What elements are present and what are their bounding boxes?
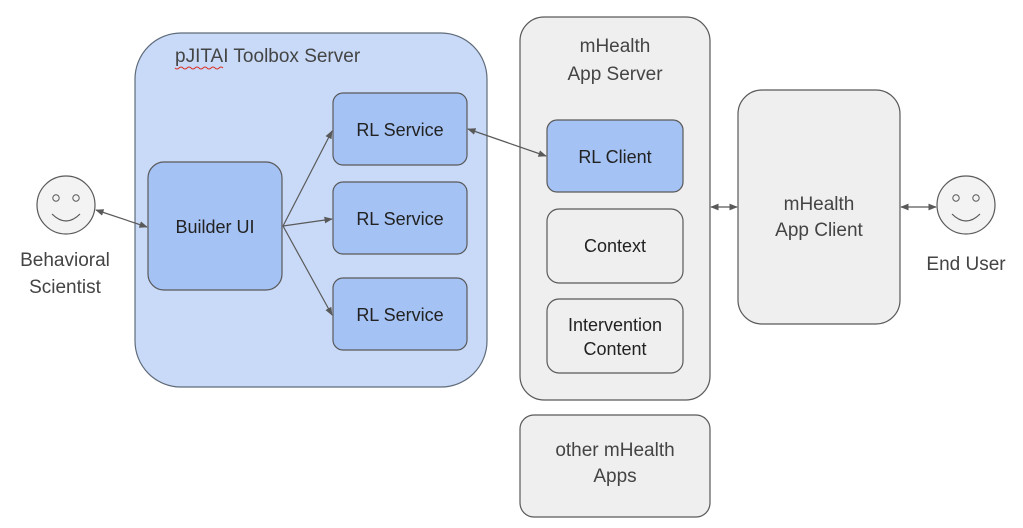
intervention-label-line1: Intervention bbox=[568, 315, 662, 335]
other-apps-line2: Apps bbox=[593, 466, 636, 487]
intervention-content-box bbox=[546, 298, 684, 374]
intervention-content-node: Intervention Content bbox=[546, 298, 684, 374]
service-client-arrow bbox=[467, 128, 547, 157]
builder-ui-label: Builder UI bbox=[175, 217, 254, 237]
context-node: Context bbox=[546, 208, 684, 284]
builder-ui-node: Builder UI bbox=[147, 161, 283, 291]
connectors bbox=[95, 128, 937, 316]
other-apps-box bbox=[519, 414, 711, 518]
rl-service-node: RL Service bbox=[332, 181, 468, 255]
app-client-line2: App Client bbox=[775, 220, 863, 241]
smiley-face-icon bbox=[936, 175, 996, 235]
rl-client-node: RL Client bbox=[546, 119, 684, 193]
intervention-label-line2: Content bbox=[583, 339, 646, 359]
behavioral-scientist-line2: Scientist bbox=[29, 277, 102, 298]
builder-service1-arrow bbox=[282, 130, 333, 227]
rl-service-label: RL Service bbox=[356, 305, 443, 325]
rl-service-label: RL Service bbox=[356, 209, 443, 229]
end-user-label: End User bbox=[926, 254, 1006, 275]
other-apps-node: other mHealth Apps bbox=[519, 414, 711, 518]
builder-service3-arrow bbox=[282, 225, 333, 316]
smiley-face-icon bbox=[36, 175, 96, 235]
rl-service-node: RL Service bbox=[332, 92, 468, 166]
other-apps-line1: other mHealth bbox=[555, 440, 674, 461]
rl-client-label: RL Client bbox=[578, 147, 651, 167]
behavioral-scientist-actor: Behavioral Scientist bbox=[20, 175, 110, 298]
app-server-title-line1: mHealth bbox=[580, 36, 651, 57]
rl-service-box bbox=[332, 277, 468, 351]
rl-service-box bbox=[332, 181, 468, 255]
toolbox-server-title: pJITAI Toolbox Server bbox=[175, 46, 361, 67]
context-box bbox=[546, 208, 684, 284]
app-client-line1: mHealth bbox=[784, 194, 855, 215]
app-client-node: mHealth App Client bbox=[737, 89, 901, 325]
scientist-builder-arrow bbox=[95, 209, 148, 228]
app-client-box bbox=[737, 89, 901, 325]
builder-ui-box bbox=[147, 161, 283, 291]
context-label: Context bbox=[584, 236, 646, 256]
rl-service-box bbox=[332, 92, 468, 166]
rl-service-node: RL Service bbox=[332, 277, 468, 351]
spellcheck-underline bbox=[174, 66, 224, 70]
builder-service2-arrow bbox=[282, 216, 333, 227]
rl-service-label: RL Service bbox=[356, 120, 443, 140]
end-user-actor: End User bbox=[926, 175, 1006, 275]
behavioral-scientist-line1: Behavioral bbox=[20, 250, 110, 271]
app-server-title-line2: App Server bbox=[567, 64, 663, 85]
rl-client-box bbox=[546, 119, 684, 193]
